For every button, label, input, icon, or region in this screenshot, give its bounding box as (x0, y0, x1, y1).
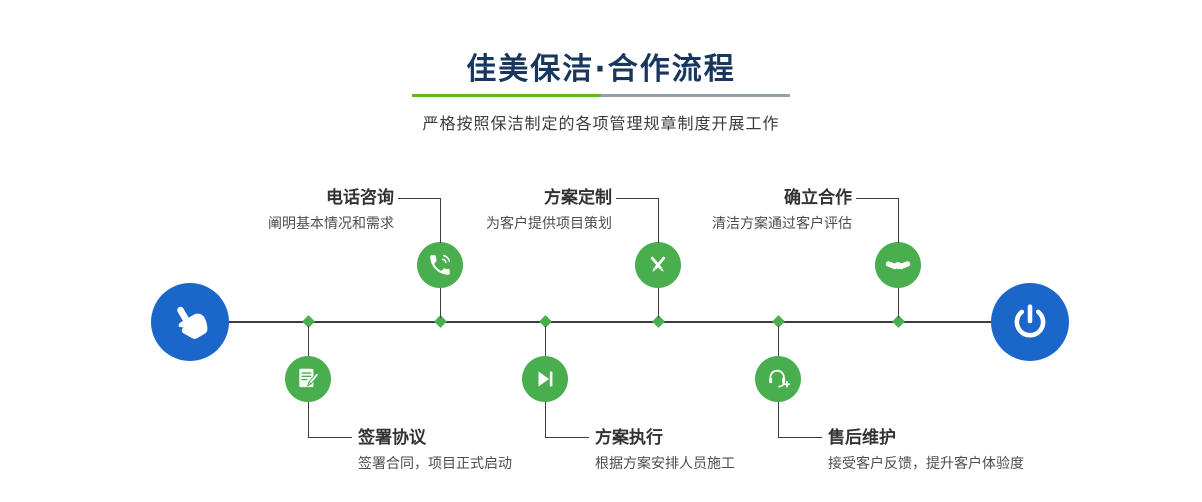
connector-line (778, 326, 779, 356)
label-connector-vertical (778, 402, 779, 438)
design-tools-icon (645, 252, 671, 278)
step-description: 签署合同，项目正式启动 (358, 456, 512, 472)
step-description: 根据方案安排人员施工 (595, 456, 735, 472)
step-description: 阐明基本情况和需求 (268, 216, 394, 232)
power-icon (1009, 301, 1051, 343)
label-connector-vertical (440, 198, 441, 243)
connector-line (658, 288, 659, 318)
step-description: 清洁方案通过客户评估 (712, 216, 852, 232)
step-label: 方案执行 根据方案安排人员施工 (595, 428, 735, 473)
step-title: 确立合作 (784, 188, 852, 208)
page-title: 佳美保洁·合作流程 (466, 52, 736, 87)
step-circle (875, 242, 921, 288)
label-connector-horizontal (616, 198, 658, 199)
step-description: 接受客户反馈，提升客户体验度 (828, 456, 1024, 472)
play-icon (533, 367, 557, 391)
step-label: 签署协议 签署合同，项目正式启动 (358, 428, 512, 473)
label-connector-horizontal (545, 437, 589, 438)
label-connector-vertical (545, 402, 546, 438)
start-node (151, 283, 229, 361)
step-label: 方案定制 为客户提供项目策划 (486, 188, 612, 233)
step-circle (285, 356, 331, 402)
step-title: 电话咨询 (326, 188, 394, 208)
divider-gray-segment (601, 94, 790, 97)
connector-line (545, 326, 546, 356)
step-circle (522, 356, 568, 402)
label-connector-horizontal (778, 437, 822, 438)
step-label: 售后维护 接受客户反馈，提升客户体验度 (828, 428, 1024, 473)
connector-line (898, 288, 899, 318)
pointer-hand-icon (161, 293, 218, 350)
page-subtitle: 严格按照保洁制定的各项管理规章制度开展工作 (422, 114, 780, 133)
step-circle (417, 242, 463, 288)
label-connector-vertical (308, 402, 309, 438)
label-connector-vertical (898, 198, 899, 243)
end-node (991, 283, 1069, 361)
timeline-axis (228, 321, 992, 323)
connector-line (440, 288, 441, 318)
handshake-icon (884, 251, 912, 279)
step-circle (635, 242, 681, 288)
label-connector-vertical (658, 198, 659, 243)
step-title: 签署协议 (358, 428, 426, 448)
step-title: 售后维护 (828, 428, 896, 448)
contract-icon (295, 366, 321, 392)
divider-green-segment (412, 94, 601, 97)
step-title: 方案执行 (595, 428, 663, 448)
step-label: 确立合作 清洁方案通过客户评估 (712, 188, 852, 233)
headset-icon (765, 366, 791, 392)
label-connector-horizontal (398, 198, 440, 199)
step-label: 电话咨询 阐明基本情况和需求 (268, 188, 394, 233)
step-description: 为客户提供项目策划 (486, 216, 612, 232)
title-divider (412, 94, 790, 97)
label-connector-horizontal (308, 437, 352, 438)
step-title: 方案定制 (544, 188, 612, 208)
label-connector-horizontal (856, 198, 898, 199)
connector-line (308, 326, 309, 356)
step-circle (755, 356, 801, 402)
phone-icon (427, 252, 453, 278)
